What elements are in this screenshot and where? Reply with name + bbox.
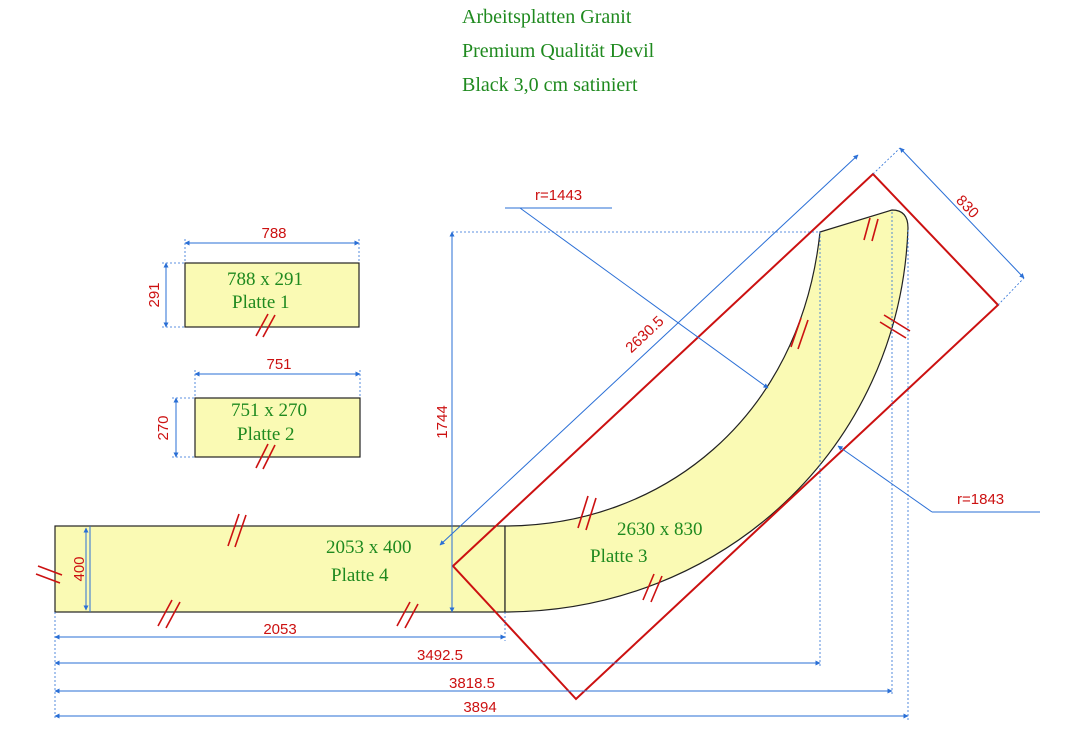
cut-mark (227, 513, 247, 548)
cut-mark (396, 601, 419, 629)
cut-mark (35, 565, 63, 584)
plate-2-name: Platte 2 (237, 424, 295, 445)
cut-mark (642, 573, 663, 603)
plate-4-name: Platte 4 (331, 565, 389, 586)
cut-mark (863, 217, 879, 242)
dim-text-3818: 3818.5 (449, 675, 495, 692)
cut-mark (255, 443, 276, 470)
dim-line-2630 (439, 154, 859, 546)
dim-text-2053: 2053 (263, 621, 296, 638)
plate-3-size: 2630 x 830 (617, 519, 703, 540)
dim-text-751: 751 (266, 356, 291, 373)
plate-1 (184, 262, 360, 328)
cut-mark (255, 313, 276, 338)
plate-2-size: 751 x 270 (231, 400, 307, 421)
plate-3 (504, 209, 909, 613)
dim-text-270: 270 (155, 415, 172, 440)
plate-1-size: 788 x 291 (227, 269, 303, 290)
plate-3-name: Platte 3 (590, 546, 648, 567)
plate-3-bounding-box (451, 172, 1000, 701)
plate-2 (194, 397, 361, 458)
cut-mark (157, 599, 181, 629)
dim-text-1744: 1744 (434, 405, 451, 438)
title-line-1: Arbeitsplatten Granit (462, 6, 632, 28)
dim-text-3492: 3492.5 (417, 647, 463, 664)
radius-arrow-outer (837, 445, 933, 513)
cut-mark (879, 314, 911, 339)
dim-text-2630: 2630.5 (622, 313, 667, 357)
dim-text-3894: 3894 (463, 699, 496, 716)
dim-text-400: 400 (71, 556, 88, 581)
title-line-2: Premium Qualität Devil (462, 40, 655, 62)
ext-line (872, 147, 901, 175)
dim-text-r1843: r=1843 (957, 491, 1004, 508)
dim-line-830 (899, 147, 1025, 279)
plate-4 (54, 525, 506, 613)
dim-text-830: 830 (952, 192, 982, 222)
ext-line (997, 277, 1025, 306)
title-line-3: Black 3,0 cm satiniert (462, 74, 638, 96)
radius-arrow-inner (519, 207, 769, 389)
dim-text-r1443: r=1443 (535, 187, 582, 204)
dim-text-291: 291 (146, 282, 163, 307)
plate-4-size: 2053 x 400 (326, 537, 412, 558)
dim-text-788: 788 (261, 225, 286, 242)
plate-1-name: Platte 1 (232, 292, 290, 313)
